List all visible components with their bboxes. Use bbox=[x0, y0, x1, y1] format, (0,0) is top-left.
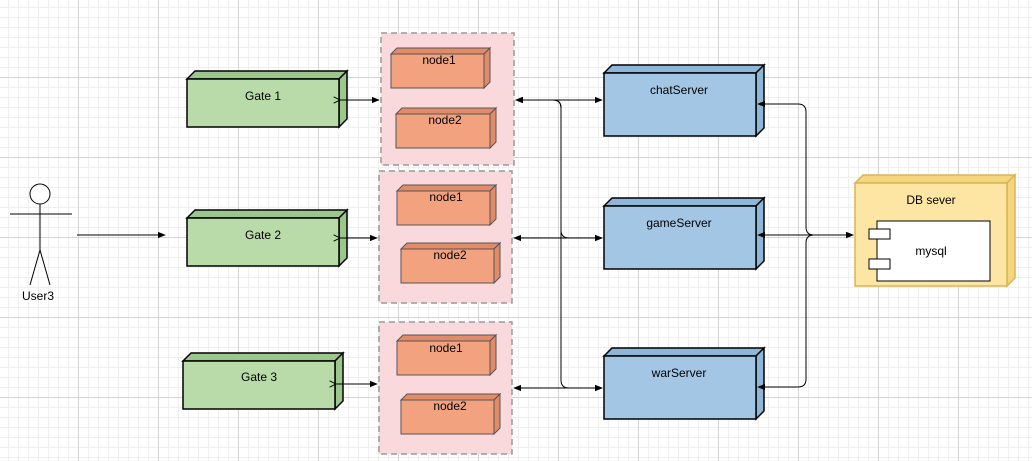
server-game-label: gameServer bbox=[646, 216, 711, 230]
server-game[interactable]: gameServer bbox=[602, 196, 766, 271]
server-chat-label: chatServer bbox=[650, 83, 708, 97]
server-chat[interactable]: chatServer bbox=[602, 63, 766, 138]
node-label: node2 bbox=[433, 399, 467, 413]
gate-3[interactable]: Gate 3 bbox=[181, 351, 345, 411]
connector-chat-db bbox=[757, 100, 854, 239]
node-label: node1 bbox=[429, 341, 463, 355]
node-label: node1 bbox=[429, 190, 463, 204]
gate-2-label: Gate 2 bbox=[245, 228, 281, 242]
node-group-2-node2[interactable]: node2 bbox=[399, 241, 502, 285]
mysql-label: mysql bbox=[915, 244, 946, 258]
connector-group1-game bbox=[515, 96, 603, 242]
node-group-2-node1[interactable]: node1 bbox=[395, 183, 498, 227]
db-server[interactable]: DB sever mysql bbox=[853, 173, 1017, 288]
node-label: node2 bbox=[428, 113, 462, 127]
gate-3-label: Gate 3 bbox=[241, 370, 277, 384]
server-war-label: warServer bbox=[651, 366, 707, 380]
gate-1-label: Gate 1 bbox=[245, 89, 281, 103]
actor-user3[interactable]: User3 bbox=[10, 183, 72, 303]
node-group-1-node1[interactable]: node1 bbox=[389, 46, 492, 90]
db-server-label: DB sever bbox=[906, 193, 955, 207]
gate-1[interactable]: Gate 1 bbox=[185, 69, 349, 129]
mysql-component[interactable]: mysql bbox=[868, 220, 991, 282]
actor-label: User3 bbox=[22, 289, 54, 303]
server-war[interactable]: warServer bbox=[602, 346, 766, 421]
connector-group1-war bbox=[515, 96, 603, 392]
node-group-1-node2[interactable]: node2 bbox=[394, 106, 498, 150]
node-group-3-node2[interactable]: node2 bbox=[399, 392, 502, 436]
connector-war-db bbox=[757, 231, 854, 391]
node-label: node1 bbox=[422, 53, 456, 67]
node-group-3-node1[interactable]: node1 bbox=[395, 333, 498, 377]
gate-2[interactable]: Gate 2 bbox=[185, 208, 349, 268]
node-label: node2 bbox=[433, 248, 467, 262]
